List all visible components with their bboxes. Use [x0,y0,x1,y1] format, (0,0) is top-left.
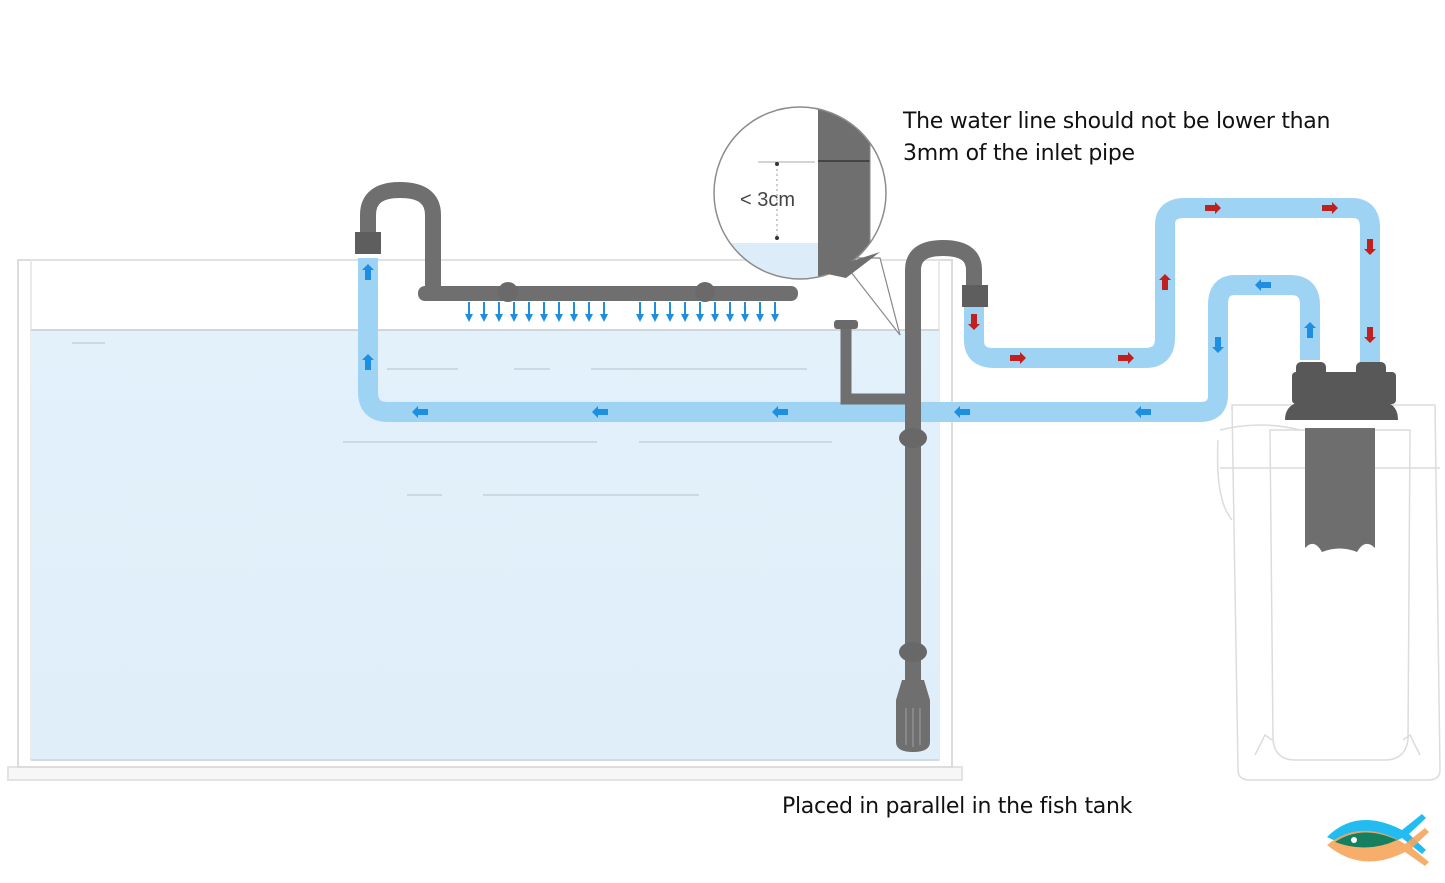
magnifier-circle [713,106,887,280]
spray-arrow-head [600,314,608,322]
spray-arrow-head [585,314,593,322]
canister-media-chamber [1305,428,1375,552]
fish-logo-icon [1327,814,1429,866]
intake-flow-arrow [1364,239,1376,255]
note-line-2: 3mm of the inlet pipe [903,141,1135,166]
water-line-note: The water line should not be lower than … [903,106,1373,170]
outlet-flow-arrow [1212,337,1224,353]
tank-base [7,766,963,781]
outlet-flow-arrow [954,406,970,418]
spray-bar [418,286,798,301]
measurement-label: < 3cm [740,189,796,211]
note-line-1: The water line should not be lower than [903,109,1331,134]
spray-arrows [465,302,779,322]
spray-arrow-head [525,314,533,322]
intake-pipe [834,239,988,752]
outlet-flow-arrow [412,406,428,418]
intake-flow-arrow [1205,202,1221,214]
spray-arrow-head [681,314,689,322]
outlet-flow-arrow [772,406,788,418]
outlet-flow-arrow [592,406,608,418]
intake-u-pipe [905,239,982,720]
outlet-u-pipe [360,181,441,293]
spray-arrow-head [636,314,644,322]
spray-arrow-head [666,314,674,322]
magnifier-callout [713,106,901,336]
intake-flow-arrow [1118,352,1134,364]
spray-arrow-head [756,314,764,322]
spray-arrow-head [711,314,719,322]
spray-arrow-head [771,314,779,322]
surface-skimmer-pipe [840,328,913,405]
spray-arrow-head [510,314,518,322]
spray-arrow-head [540,314,548,322]
spray-arrow-head [495,314,503,322]
canister-body [1231,404,1441,781]
intake-flow-arrow [968,314,980,330]
bottom-caption: Placed in parallel in the fish tank [782,794,1133,819]
intake-flow-arrow [1010,352,1026,364]
spray-arrow-head [465,314,473,322]
outlet-flow-arrow [1135,406,1151,418]
spray-arrow-head [480,314,488,322]
outlet-flow-arrow [362,264,374,280]
tank-water [31,330,939,760]
outlet-flow-arrow [1255,279,1271,291]
flow-arrows [362,202,1376,418]
spray-arrow-head [555,314,563,322]
surface-skimmer-head [834,320,858,329]
canister-head [1285,362,1398,420]
outlet-hose-connector [355,232,381,254]
outlet-flow-arrow [362,354,374,370]
spray-arrow-head [696,314,704,322]
water-ripples [72,342,832,496]
spray-arrow-head [741,314,749,322]
fish-tank [7,259,963,781]
spray-bar-outlet [355,181,798,322]
intake-flow-arrow [1322,202,1338,214]
outlet-flow-arrow [1304,322,1316,338]
inlet-valve [1356,362,1386,390]
intake-hose-connector [962,285,988,307]
intake-flow-arrow [1159,274,1171,290]
spray-arrow-head [726,314,734,322]
spray-arrow-head [570,314,578,322]
spray-arrow-head [651,314,659,322]
intake-flow-arrow [1364,327,1376,343]
outlet-valve [1296,362,1326,390]
